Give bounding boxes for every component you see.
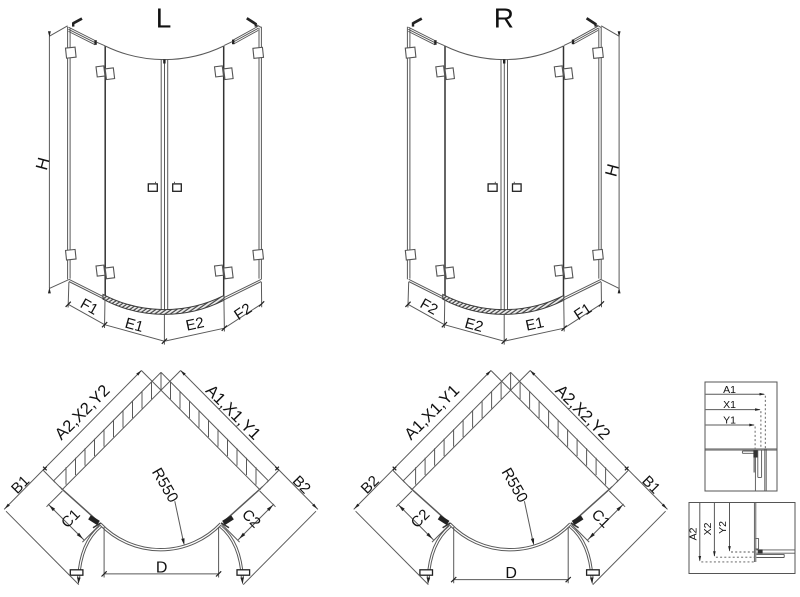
svg-text:E2: E2 <box>184 314 206 334</box>
svg-text:D: D <box>156 559 168 576</box>
svg-text:E2: E2 <box>463 315 485 336</box>
svg-text:Y2: Y2 <box>717 521 729 534</box>
svg-text:E1: E1 <box>123 315 145 336</box>
svg-text:L: L <box>156 3 172 34</box>
svg-text:Y1: Y1 <box>723 415 736 427</box>
svg-text:A1: A1 <box>723 384 736 396</box>
svg-text:H: H <box>602 162 624 179</box>
svg-text:F2: F2 <box>231 300 255 324</box>
svg-text:A2: A2 <box>687 527 699 540</box>
svg-text:R: R <box>494 3 514 34</box>
svg-text:X1: X1 <box>723 399 736 411</box>
svg-text:F1: F1 <box>571 300 595 324</box>
svg-text:X2: X2 <box>702 522 714 535</box>
svg-text:D: D <box>505 565 517 582</box>
svg-text:H: H <box>32 155 54 172</box>
svg-text:F2: F2 <box>417 295 441 318</box>
svg-text:E1: E1 <box>524 314 546 334</box>
svg-text:F1: F1 <box>77 295 101 318</box>
